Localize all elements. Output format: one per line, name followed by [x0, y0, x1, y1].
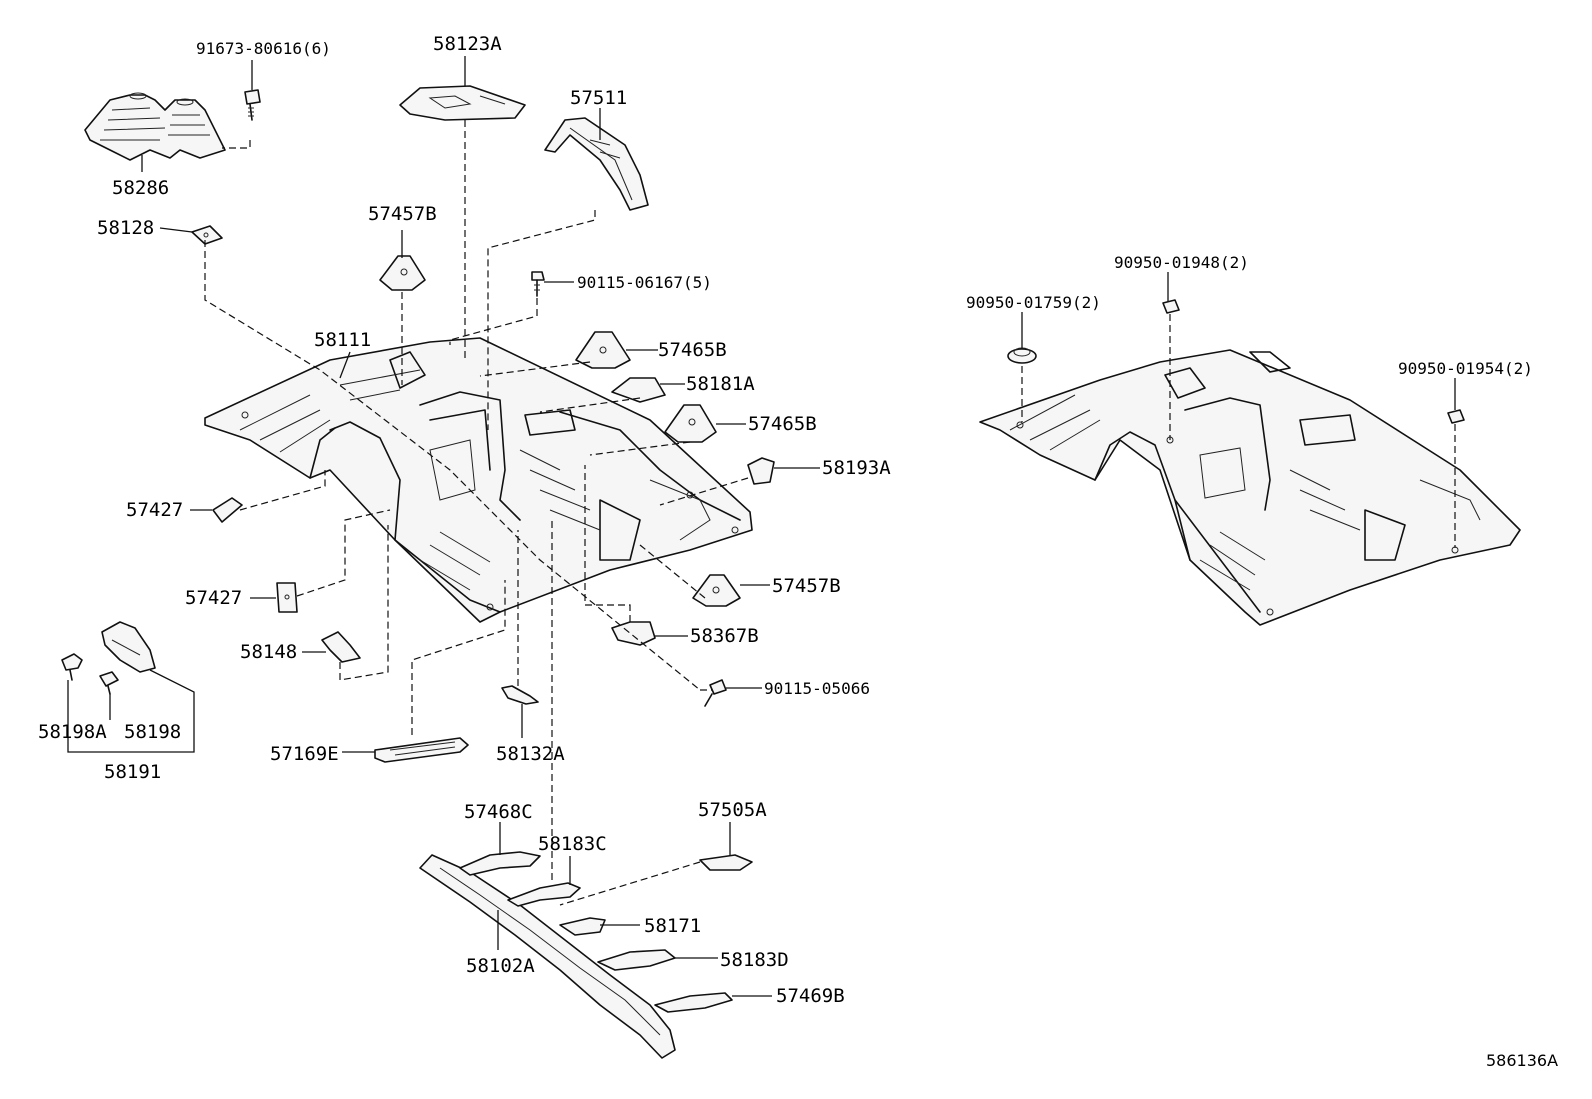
crossmember-58102A-shape: [419, 851, 753, 1059]
bolt-90115-05066-shape: [704, 679, 727, 707]
bracket-58181A-shape: [611, 377, 666, 403]
floor-pan-secondary: [979, 349, 1521, 626]
label-57511: 57511: [570, 87, 627, 109]
label-57465B-a: 57465B: [658, 339, 727, 361]
grommet-90950-01759-shape: [1007, 347, 1037, 364]
label-57465B-b: 57465B: [748, 413, 817, 435]
nut-90950-01948-shape: [1162, 299, 1180, 314]
bracket-57457B-top-shape: [379, 255, 426, 291]
label-57468C: 57468C: [464, 801, 533, 823]
bracket-58193A-shape: [747, 457, 775, 485]
label-57169E: 57169E: [270, 743, 339, 765]
label-57469B: 57469B: [776, 985, 845, 1007]
label-58367B: 58367B: [690, 625, 759, 647]
label-90950-01759: 90950-01759(2): [966, 293, 1101, 312]
label-57505A: 57505A: [698, 799, 767, 821]
label-90115-06167: 90115-06167(5): [577, 273, 712, 292]
label-90950-01948: 90950-01948(2): [1114, 253, 1249, 272]
guard-58191-shape: [61, 621, 156, 695]
label-57457B-top: 57457B: [368, 203, 437, 225]
nut-90950-01954-shape: [1447, 409, 1465, 424]
label-90950-01954: 90950-01954(2): [1398, 359, 1533, 378]
boot-58286-shape: [84, 92, 226, 161]
label-58181A: 58181A: [686, 373, 755, 395]
pad-57169E-shape: [374, 737, 469, 763]
plug-57427-b-shape: [276, 582, 298, 613]
label-58123A: 58123A: [433, 33, 502, 55]
label-58111: 58111: [314, 329, 371, 351]
label-91673-80616: 91673-80616(6): [196, 39, 331, 58]
bolt-91673-shape: [244, 89, 261, 121]
label-58198: 58198: [124, 721, 181, 743]
floor-pan-main: [204, 337, 753, 623]
label-58193A: 58193A: [822, 457, 891, 479]
bracket-58132A-shape: [501, 685, 539, 705]
bracket-58367B-shape: [611, 621, 656, 646]
label-58183D: 58183D: [720, 949, 789, 971]
label-58183C: 58183C: [538, 833, 607, 855]
label-58128: 58128: [97, 217, 154, 239]
label-58132A: 58132A: [496, 743, 565, 765]
label-58286: 58286: [112, 177, 169, 199]
label-90115-05066: 90115-05066: [764, 679, 870, 698]
label-58171: 58171: [644, 915, 701, 937]
label-58148: 58148: [240, 641, 297, 663]
bracket-57465B-a-shape: [575, 331, 631, 369]
leader-lines: [67, 56, 1456, 997]
figure-reference: 586136A: [1486, 1051, 1558, 1070]
label-57427-a: 57427: [126, 499, 183, 521]
bracket-57457B-bottom-shape: [692, 574, 741, 607]
label-57427-b: 57427: [185, 587, 242, 609]
bracket-57465B-b-shape: [664, 404, 717, 443]
bracket-58123A-shape: [399, 85, 526, 121]
plug-57427-a-shape: [212, 497, 243, 523]
clip-58128-shape: [191, 225, 223, 245]
label-58198A: 58198A: [38, 721, 107, 743]
part-labels: 91673-80616(6) 58123A 57511 58286 58128 …: [38, 33, 1558, 1070]
brace-57511-shape: [544, 117, 649, 211]
label-57457B-bottom: 57457B: [772, 575, 841, 597]
bolt-90115-06167-shape: [531, 271, 545, 297]
label-58191: 58191: [104, 761, 161, 783]
label-58102A: 58102A: [466, 955, 535, 977]
bracket-58148-shape: [321, 631, 361, 663]
dashed-connectors: [204, 120, 1456, 906]
